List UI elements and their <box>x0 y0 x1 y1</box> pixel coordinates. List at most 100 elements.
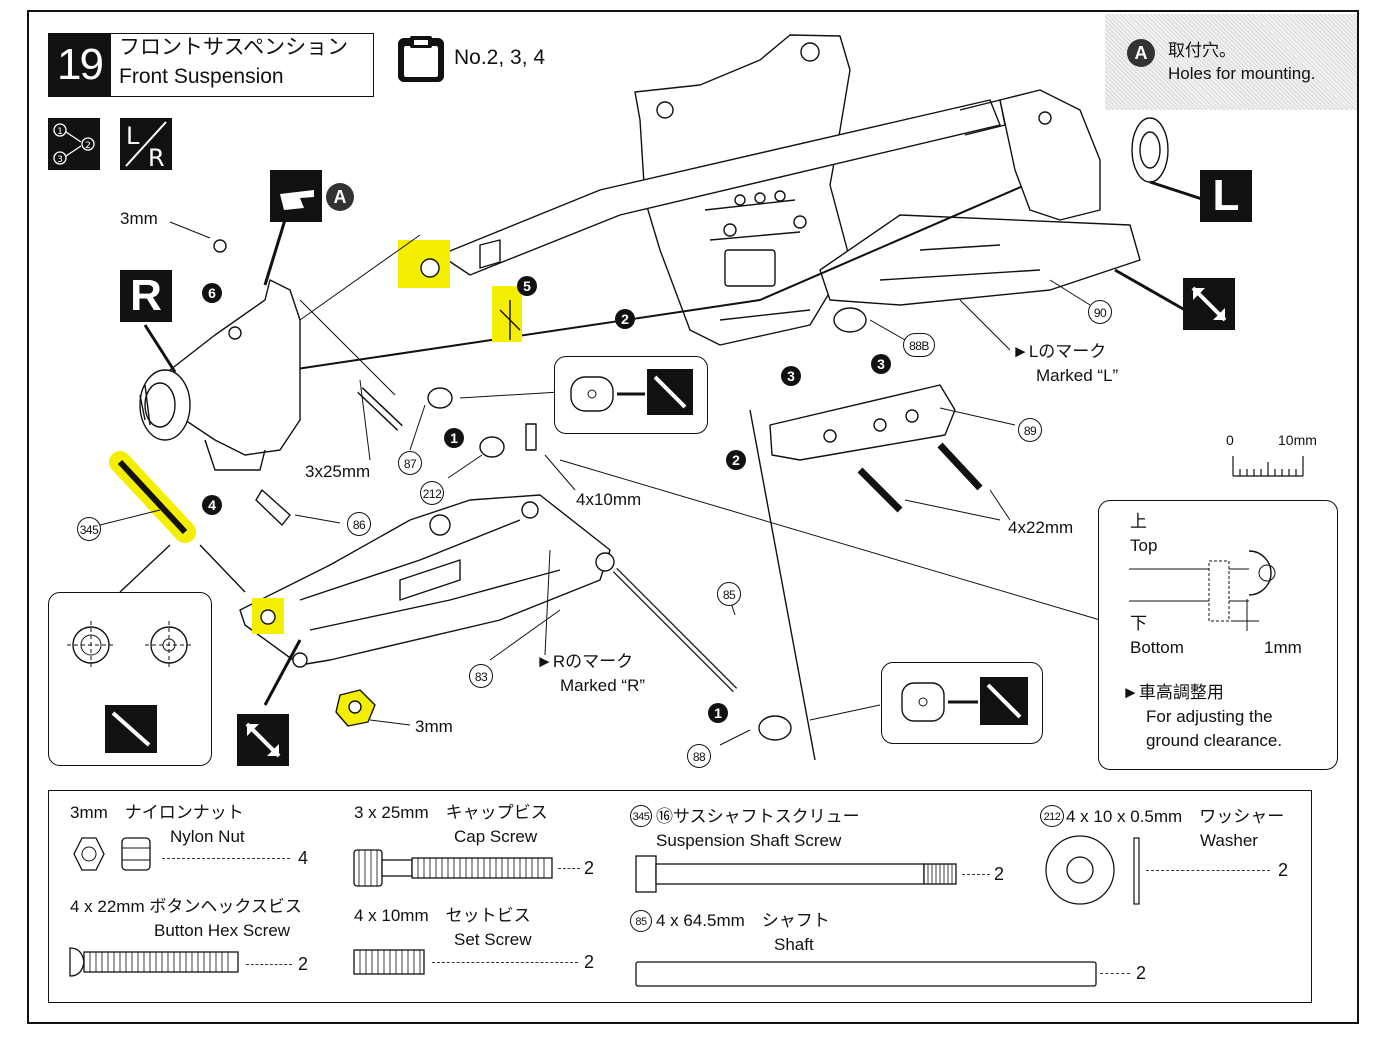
mark-r-jp: ►Rのマーク <box>536 652 634 671</box>
bag-label: No.2, 3, 4 <box>454 46 546 69</box>
bushing-88b <box>833 307 867 333</box>
part-qty: 2 <box>298 954 309 974</box>
suspension-shaft-screw <box>117 459 188 535</box>
ball-stud <box>255 489 291 526</box>
part-name-en: Suspension Shaft Screw <box>656 831 842 850</box>
parts-bag-icon <box>398 36 444 82</box>
set-screw-icon <box>353 949 425 975</box>
gap-label: 1mm <box>1264 638 1302 657</box>
left-right-icon: L R <box>120 118 172 170</box>
part-name-jp: 3mm ナイロンナット <box>70 803 244 822</box>
ball-stud-highlight <box>492 286 522 342</box>
mark-l-jp: ►Lのマーク <box>1012 342 1107 361</box>
bulkhead-drawing <box>634 34 851 346</box>
note-text-jp: 取付穴。 <box>1168 41 1236 60</box>
svg-text:1: 1 <box>57 127 63 137</box>
part-name-en: Cap Screw <box>454 827 538 846</box>
part-qty: 2 <box>584 858 595 878</box>
svg-text:R: R <box>148 144 165 170</box>
part-number-tag: 88B <box>903 333 935 357</box>
ride-height-note-jp: ►車高調整用 <box>1122 683 1224 702</box>
right-lower-arm-drawing <box>239 494 615 668</box>
part-name-en: Set Screw <box>454 930 532 949</box>
step-circle: 5 <box>517 276 537 296</box>
part-name-en: Nylon Nut <box>170 827 245 846</box>
svg-text:L: L <box>126 122 140 150</box>
part-name-jp: ⑯サスシャフトスクリュー <box>656 807 860 826</box>
nut-3mm-top-label: 3mm <box>120 209 158 228</box>
qty-leader <box>162 858 290 859</box>
part-number-tag: 212 <box>1040 805 1064 827</box>
scale-zero: 0 <box>1226 432 1234 448</box>
qty-leader <box>1146 870 1270 871</box>
nut-3mm-bottom-label: 3mm <box>415 717 453 736</box>
ride-height-note-en-2: ground clearance. <box>1146 731 1283 750</box>
right-knuckle-drawing <box>139 279 301 471</box>
step-circle: 3 <box>871 354 891 374</box>
step-circle: 1 <box>444 428 464 448</box>
note-marker-a: A <box>1127 39 1155 67</box>
qty-leader <box>246 964 292 965</box>
diagonal-direction-icon-lower <box>237 714 289 766</box>
part-number-tag: 86 <box>347 512 371 536</box>
bushing-orientation-box-lower <box>881 662 1043 744</box>
note-text-en: Holes for mounting. <box>1168 64 1316 83</box>
step-title-en: Front Suspension <box>119 65 284 88</box>
step-title-jp: フロントサスペンション <box>119 36 349 59</box>
right-pointer <box>143 324 177 373</box>
button-hex-screw-2 <box>937 442 983 491</box>
top-label-jp: 上 <box>1130 512 1147 531</box>
pointer-marker-a: A <box>326 183 354 211</box>
step-circle: 6 <box>202 283 222 303</box>
ride-height-note-en-1: For adjusting the <box>1146 707 1273 726</box>
svg-text:3: 3 <box>57 155 63 165</box>
part-name-jp: 4 x 10 x 0.5mm ワッシャー <box>1066 807 1285 826</box>
step-circle: 4 <box>202 495 222 515</box>
part-name-en: Shaft <box>774 935 814 954</box>
bushing-87 <box>427 387 453 409</box>
bushing-orientation-box-upper <box>554 356 708 434</box>
assembly-diagram <box>99 34 1206 761</box>
bottom-label-jp: 下 <box>1130 614 1147 633</box>
qty-leader <box>962 874 990 875</box>
part-qty: 2 <box>1136 963 1147 983</box>
left-knuckle-drawing <box>999 89 1169 221</box>
cap-screw-icon <box>353 849 553 887</box>
part-name-jp: 3 x 25mm キャップビス <box>354 803 548 822</box>
bushing-88 <box>758 715 792 741</box>
part-number-tag: 85 <box>717 582 741 606</box>
suspension-mount <box>769 384 956 461</box>
page-frame <box>27 10 1359 1024</box>
part-name-en: Washer <box>1200 831 1258 850</box>
nut-detail-box <box>48 592 212 766</box>
part-number-tag: 88 <box>687 744 711 768</box>
part-number-tag: 85 <box>630 910 652 932</box>
part-number-tag: 87 <box>398 451 422 475</box>
mark-l-en: Marked “L” <box>1036 366 1119 385</box>
qty-leader <box>432 962 578 963</box>
right-side-badge: R <box>120 270 172 322</box>
left-lower-arm-drawing <box>819 214 1141 306</box>
mark-r-en: Marked “R” <box>560 676 646 695</box>
nylon-nut-icon <box>73 837 151 871</box>
washer-icon <box>1045 835 1140 905</box>
part-name-en: Button Hex Screw <box>154 921 291 940</box>
part-qty: 2 <box>584 952 595 972</box>
washer-212 <box>479 436 505 458</box>
part-qty: 2 <box>1278 860 1289 880</box>
part-number-tag: 212 <box>420 481 444 505</box>
part-qty: 2 <box>994 864 1005 884</box>
step-circle: 3 <box>781 366 801 386</box>
left-side-badge: L <box>1200 170 1252 222</box>
part-number-tag: 345 <box>630 805 652 827</box>
scale-max: 10mm <box>1278 432 1317 448</box>
set-screw-size-label: 4x10mm <box>576 490 642 509</box>
top-label-en: Top <box>1130 536 1158 555</box>
diagonal-direction-icon <box>1183 278 1235 330</box>
step-circle: 1 <box>708 703 728 723</box>
button-hex-screw-icon <box>69 947 239 977</box>
set-screw <box>525 423 537 451</box>
upper-arm-drawing <box>439 99 1006 276</box>
cap-screw-size-label: 3x25mm <box>305 462 371 481</box>
step-number: 19 <box>48 33 111 97</box>
